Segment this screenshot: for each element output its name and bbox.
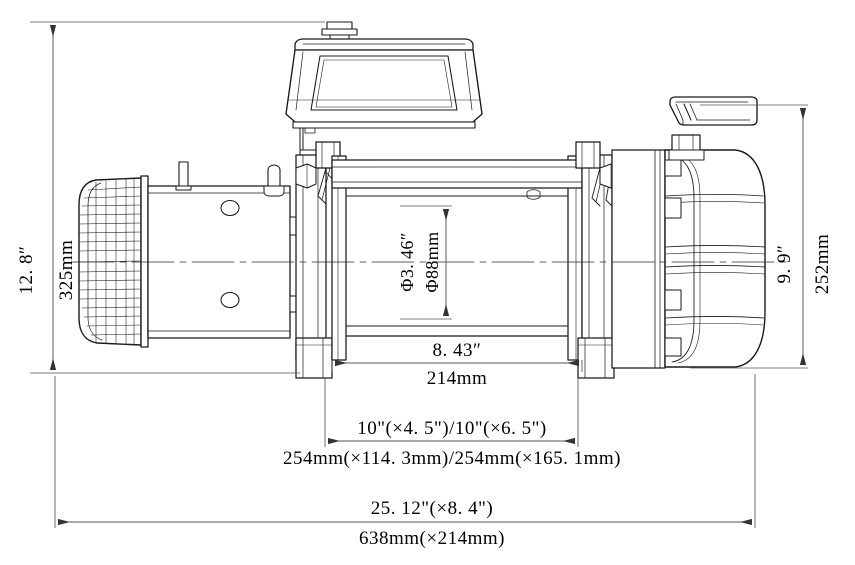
dim-drum-diameter — [400, 205, 452, 320]
dim-drum-width — [331, 359, 583, 372]
dim-overall-height — [30, 21, 325, 374]
motor-end-cap-finned — [78, 175, 149, 348]
dim-mounting-holes-imperial: 10"(×4. 5")/10"(×6. 5") — [357, 418, 547, 439]
clutch-lever-handle — [668, 96, 758, 161]
drum-support-plate-right — [575, 141, 621, 379]
dim-gearbox-height-metric: 252mm — [812, 234, 833, 295]
dim-drum-diameter-imperial: Φ3. 46″ — [397, 232, 417, 291]
dim-overall-length-metric: 638mm(×214mm) — [359, 528, 505, 549]
dim-drum-width-metric: 214mm — [427, 368, 488, 389]
dim-mounting-holes — [324, 378, 579, 447]
dim-gearbox-height — [690, 104, 808, 369]
motor-housing — [147, 161, 299, 339]
dim-overall-length — [54, 374, 756, 528]
solenoid-control-box — [285, 21, 483, 164]
gearbox-housing — [611, 149, 766, 369]
cable-drum — [331, 155, 583, 361]
dim-overall-length-imperial: 25. 12"(×8. 4") — [371, 498, 493, 519]
dim-drum-diameter-metric: Φ88mm — [422, 231, 442, 292]
dim-gearbox-height-imperial: 9. 9″ — [774, 245, 795, 284]
dim-drum-width-imperial: 8. 43″ — [433, 340, 482, 361]
dim-overall-height-imperial: 12. 8″ — [16, 246, 37, 295]
dim-overall-height-metric: 325mm — [56, 240, 77, 301]
tie-bar — [331, 159, 583, 189]
drum-support-plate-left — [295, 141, 341, 379]
dim-mounting-holes-metric: 254mm(×114. 3mm)/254mm(×165. 1mm) — [283, 448, 621, 469]
